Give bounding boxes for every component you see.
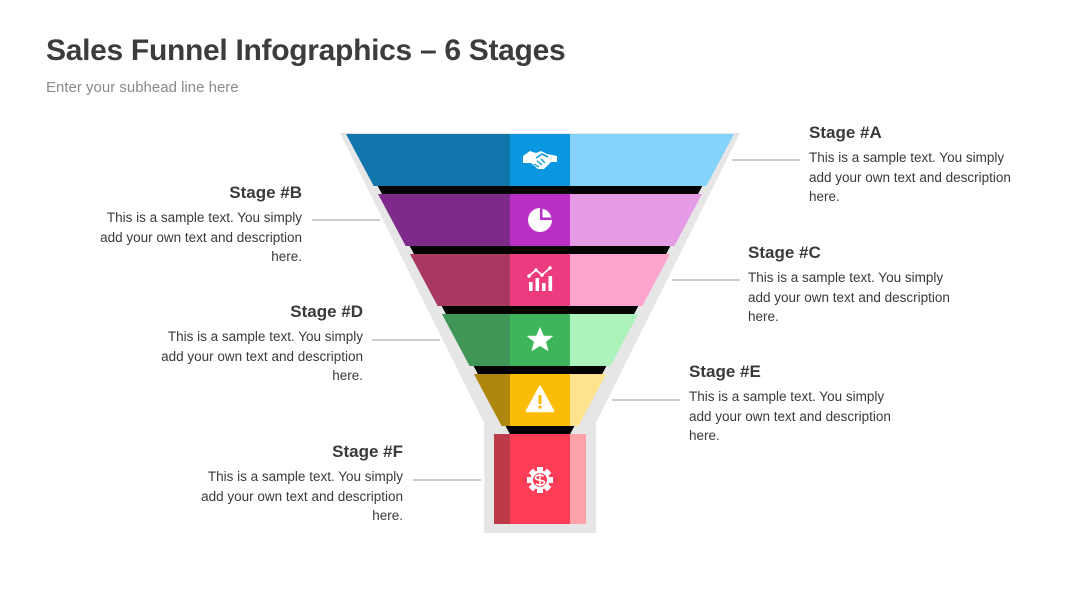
stage-description: This is a sample text. You simply add yo… xyxy=(809,150,1011,204)
stage-d-callout: Stage #D This is a sample text. You simp… xyxy=(123,302,363,386)
band-divider xyxy=(505,426,575,434)
band-left-segment xyxy=(494,434,510,524)
warning-icon xyxy=(525,385,555,413)
stage-e-callout: Stage #E This is a sample text. You simp… xyxy=(689,362,929,446)
stage-a-callout: Stage #A This is a sample text. You simp… xyxy=(809,123,1049,207)
stage-description: This is a sample text. You simply add yo… xyxy=(748,270,950,324)
band-left-segment xyxy=(346,134,510,186)
band-left-segment xyxy=(409,254,510,306)
band-right-segment xyxy=(570,374,607,426)
page-title: Sales Funnel Infographics – 6 Stages xyxy=(46,34,566,67)
analytics-chart-icon xyxy=(527,266,553,291)
band-left-segment xyxy=(377,194,510,246)
band-divider xyxy=(409,246,671,254)
stage-title: Stage #E xyxy=(689,362,761,381)
band-right-segment xyxy=(570,434,586,524)
funnel-band-1 xyxy=(346,134,734,194)
funnel-band-5 xyxy=(473,374,607,434)
pie-chart-icon xyxy=(528,208,552,232)
stage-f-callout: Stage #F This is a sample text. You simp… xyxy=(163,442,403,526)
stage-description: This is a sample text. You simply add yo… xyxy=(100,210,302,264)
star-icon xyxy=(526,327,554,352)
page-subtitle: Enter your subhead line here xyxy=(46,79,239,96)
stage-title: Stage #C xyxy=(748,243,821,262)
band-right-segment xyxy=(570,314,639,366)
funnel-band-2 xyxy=(377,194,703,254)
band-divider xyxy=(473,366,607,374)
band-left-segment xyxy=(473,374,510,426)
funnel-band-3 xyxy=(409,254,671,314)
band-icon-segment xyxy=(510,254,570,306)
stage-description: This is a sample text. You simply add yo… xyxy=(201,469,403,523)
band-divider xyxy=(441,306,639,314)
stage-c-callout: Stage #C This is a sample text. You simp… xyxy=(748,243,988,327)
band-right-segment xyxy=(570,194,703,246)
band-right-segment xyxy=(570,134,734,186)
stage-title: Stage #B xyxy=(229,183,302,202)
stage-description: This is a sample text. You simply add yo… xyxy=(689,389,891,443)
band-left-segment xyxy=(441,314,510,366)
stage-b-callout: Stage #B This is a sample text. You simp… xyxy=(62,183,302,267)
stage-description: This is a sample text. You simply add yo… xyxy=(161,329,363,383)
handshake-icon xyxy=(523,151,557,169)
band-divider xyxy=(377,186,703,194)
stage-title: Stage #D xyxy=(290,302,363,321)
band-right-segment xyxy=(570,254,671,306)
stage-title: Stage #A xyxy=(809,123,882,142)
dollar-gear-icon xyxy=(527,467,553,493)
stage-title: Stage #F xyxy=(332,442,403,461)
